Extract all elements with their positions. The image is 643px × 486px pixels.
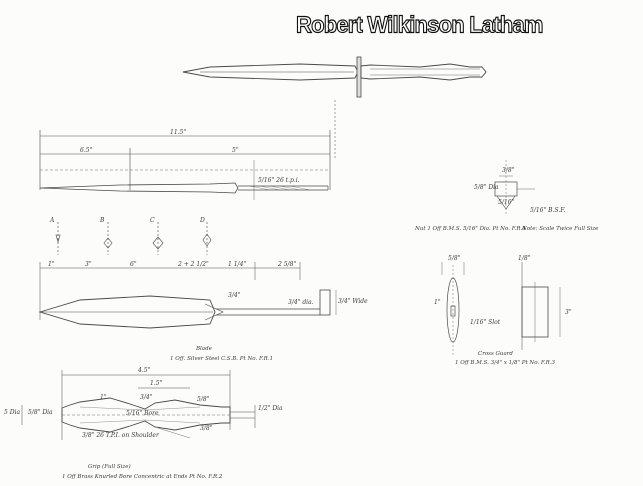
blade-heading: Blade xyxy=(196,346,212,352)
blade-spec: 1 Off. Silver Steel C.S.B. Pt No. F.R.1 xyxy=(170,356,274,362)
drawing-title: Robert Wilkinson Latham xyxy=(295,11,544,38)
section-d: D xyxy=(200,217,205,224)
grip-spec: 1 Off Brass Knurled Bore Concentric at E… xyxy=(62,474,223,480)
blade-side-view xyxy=(39,182,329,194)
dim-ricasso: 3/4" xyxy=(228,292,241,299)
dim-grip-bulge: 3/4" xyxy=(140,394,153,401)
dim-grip-mid: 1" xyxy=(100,394,107,401)
note-spec: Note: Scale Twice Full Size xyxy=(522,226,599,232)
dim-guard-height: 1" xyxy=(434,299,441,306)
dim-grip-length: 4.5" xyxy=(138,367,151,374)
dim-nut-thread: 5/16" B.S.F. xyxy=(530,207,566,214)
dim-tang-thread: 5/16" 26 t.p.i. xyxy=(258,177,300,184)
overall-dimensions xyxy=(39,130,331,200)
station-3: 6" xyxy=(130,261,137,268)
tang-end-block xyxy=(319,289,331,316)
dim-tang-end: 3/4" dia. xyxy=(288,299,314,306)
dim-guard-length: 3" xyxy=(565,309,572,316)
nut-spec: Nut 1 Off B.M.S. 5/16" Dia. Pt No. F.R.4 xyxy=(415,226,526,232)
cross-guard-heading: Cross Guard xyxy=(478,351,513,357)
dim-grip-dia-right: 1/2" Dia xyxy=(258,405,283,412)
dim-grip-waist: 5/8" xyxy=(197,396,210,403)
dim-grip-bore: 5/16" Bore xyxy=(126,410,159,417)
assembled-grip xyxy=(360,63,487,81)
assembled-cross-guard xyxy=(356,56,362,98)
cross-guard-spec: 1 Off B.M.S. 3/4" x 1/8" Pt No. F.R.3 xyxy=(455,360,556,366)
dim-grip-end: 1.5" xyxy=(150,380,163,387)
station-1: 1" xyxy=(48,261,55,268)
dim-tang-length: 5" xyxy=(232,147,239,154)
section-b: B xyxy=(100,217,105,224)
grip-detail xyxy=(21,370,256,440)
nut-detail xyxy=(494,160,535,215)
cross-guard-detail xyxy=(441,262,561,355)
dim-nut-bore: 5/16" xyxy=(498,199,515,206)
assembled-knife xyxy=(182,56,487,160)
dim-guard-width: 5/8" xyxy=(448,255,461,262)
detail-blade-outline xyxy=(38,295,216,329)
dim-grip-thread: 3/8" 26 T.P.I. on Shoulder xyxy=(82,432,159,439)
blade-sections xyxy=(55,222,212,255)
section-c: C xyxy=(150,217,155,224)
dim-grip-dia-left: 5 Dia xyxy=(4,409,21,416)
dim-nut-dia: 5/8" Dia xyxy=(474,184,499,191)
station-6: 2 5/8" xyxy=(278,261,297,268)
grip-heading: Grip (Full Size) xyxy=(88,464,131,470)
blade-detail-view xyxy=(38,262,337,329)
station-2: 3" xyxy=(85,261,92,268)
station-5: 1 1/4" xyxy=(228,261,247,268)
dim-blade-width: 3/4" Wide xyxy=(338,298,368,305)
dim-grip-neck: 5/8" Dia xyxy=(28,409,53,416)
dim-blade-length: 6.5" xyxy=(80,147,93,154)
station-4: 2 + 2 1/2" xyxy=(178,261,209,268)
grip-outline xyxy=(61,397,231,433)
dim-guard-slot: 1/16" Slot xyxy=(470,319,501,326)
dim-overall: 11.5" xyxy=(170,129,187,136)
section-a: A xyxy=(50,217,55,224)
dim-grip-right-end: 3/8" xyxy=(200,425,213,432)
dim-nut-height: 3/8" xyxy=(502,167,515,174)
dim-guard-side: 1/8" xyxy=(518,255,531,262)
